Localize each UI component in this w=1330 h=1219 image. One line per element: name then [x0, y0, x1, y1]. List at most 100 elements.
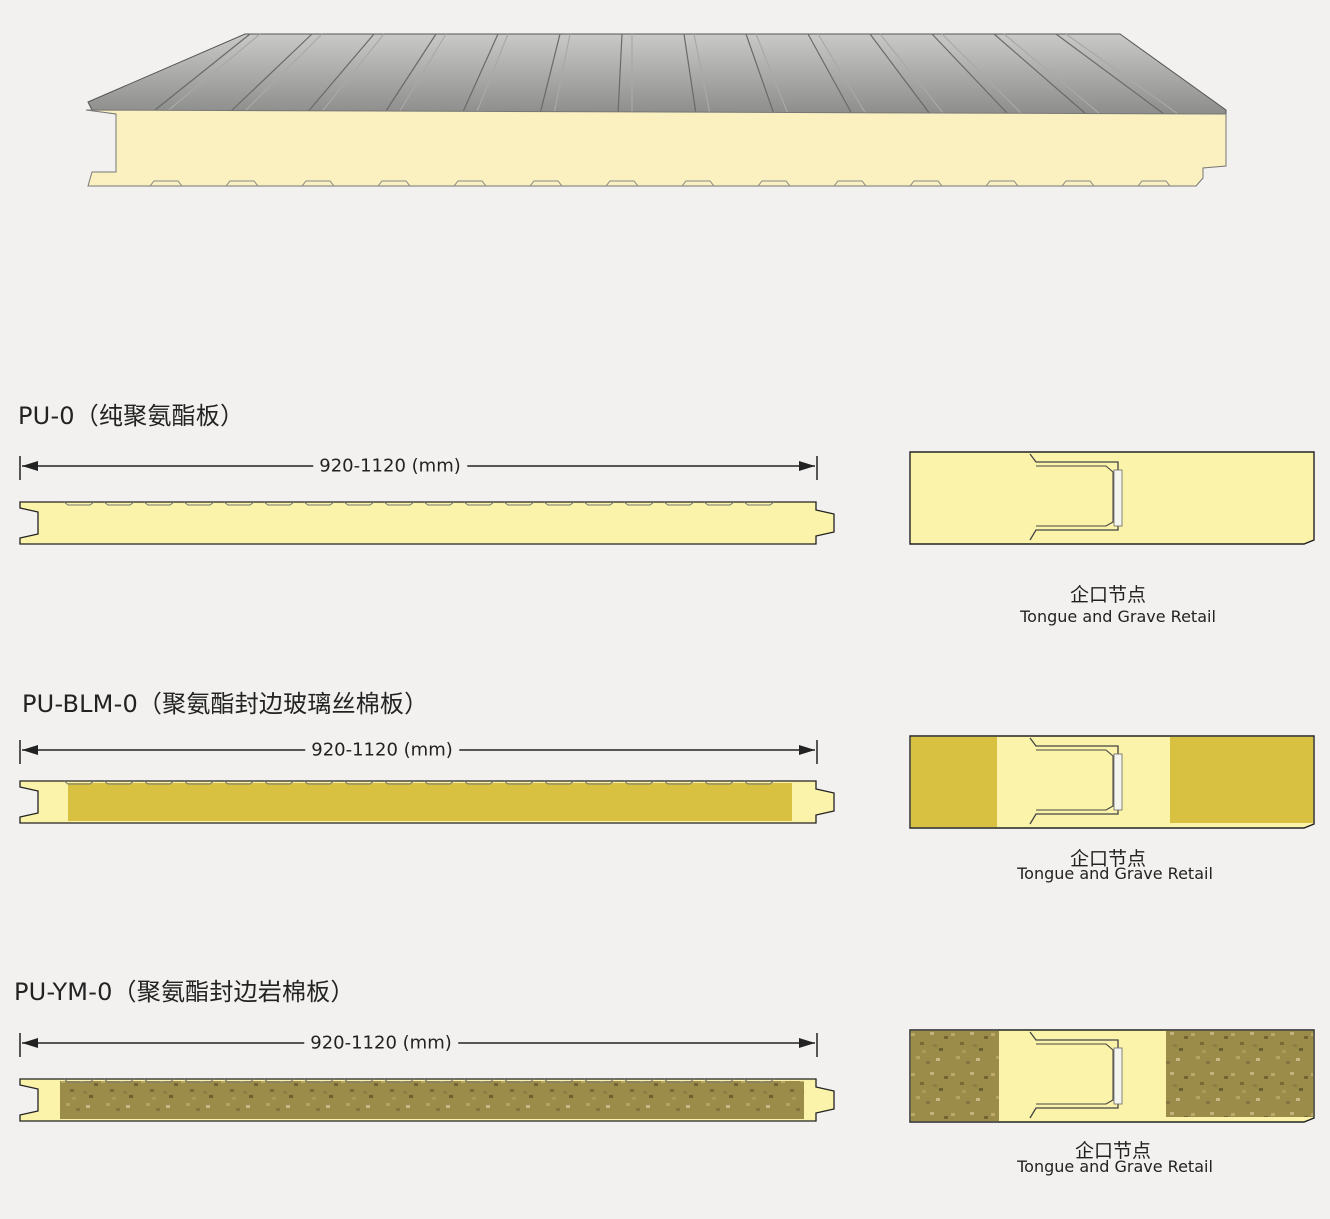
surface-notch — [703, 780, 735, 785]
steel-rib-line — [305, 33, 375, 115]
surface-notch — [503, 780, 535, 785]
groove-line-inner — [1036, 749, 1114, 811]
foam-bottom-notch — [377, 180, 411, 187]
joint-caption-en-3: Tongue and Grave Retail — [1017, 1157, 1213, 1176]
surface-notch — [423, 501, 455, 506]
surface-notch — [63, 1078, 95, 1083]
seal-strip — [1113, 753, 1123, 811]
steel-rib-line — [1055, 33, 1165, 115]
surface-notch — [63, 780, 95, 785]
steel-rib-line — [941, 33, 1023, 115]
foam-bottom-notch — [1061, 180, 1095, 187]
surface-notch — [263, 1078, 295, 1083]
steel-rib-line — [755, 33, 789, 115]
steel-rib-line — [163, 33, 261, 115]
joint-caption-en-1: Tongue and Grave Retail — [1020, 607, 1216, 626]
foam-bottom-notch — [149, 180, 183, 187]
surface-notch — [343, 1078, 375, 1083]
surface-notch — [423, 1078, 455, 1083]
surface-notch — [103, 780, 135, 785]
panel-3d-illustration — [85, 33, 1227, 187]
dimension-label-3: 920-1120 (mm) — [304, 1032, 458, 1054]
panel-outline — [19, 501, 835, 545]
surface-notch — [663, 780, 695, 785]
surface-notch — [303, 501, 335, 506]
surface-notch — [703, 501, 735, 506]
tongue-groove-joint-1 — [909, 451, 1315, 545]
surface-notch — [583, 780, 615, 785]
foam-bottom-notch — [453, 180, 487, 187]
joint-caption-cn-2: 企口节点 — [1069, 848, 1147, 870]
steel-rib-line — [461, 33, 499, 115]
steel-rib-line — [319, 33, 385, 115]
steel-rib-line — [397, 33, 447, 115]
surface-notch — [543, 501, 575, 506]
joint-caption-cn-3: 企口节点 — [1074, 1140, 1152, 1162]
surface-notch — [383, 780, 415, 785]
steel-rib-line — [993, 33, 1087, 115]
steel-rib-line — [539, 33, 561, 115]
surface-notch — [583, 1078, 615, 1083]
surface-notch — [63, 501, 95, 506]
foam-bottom-notch — [225, 180, 259, 187]
surface-notch — [303, 780, 335, 785]
tongue-groove-joint-3 — [909, 1029, 1315, 1123]
surface-notch — [583, 501, 615, 506]
surface-notch — [223, 780, 255, 785]
surface-notch — [463, 780, 495, 785]
steel-rib-line — [227, 33, 313, 115]
surface-notch — [623, 780, 655, 785]
panel-cross-section-pu-ym-0 — [19, 1078, 835, 1122]
surface-notch — [743, 1078, 775, 1083]
foam-bottom-notch — [909, 180, 943, 187]
steel-rib-line — [879, 33, 945, 115]
surface-notch — [503, 1078, 535, 1083]
surface-notch — [623, 1078, 655, 1083]
foam-bottom-notch — [529, 180, 563, 187]
surface-notch — [143, 501, 175, 506]
foam-bottom-notch — [833, 180, 867, 187]
rock-wool-right — [1166, 1031, 1313, 1117]
surface-notch — [743, 501, 775, 506]
dimension-label-2: 920-1120 (mm) — [305, 739, 459, 761]
surface-notch — [383, 501, 415, 506]
steel-rib-line — [241, 33, 323, 115]
steel-rib-line — [683, 33, 697, 115]
surface-notch — [663, 501, 695, 506]
steel-rib-line — [869, 33, 931, 115]
surface-notch — [703, 1078, 735, 1083]
foam-bottom-notch — [985, 180, 1019, 187]
foam-bottom-notch — [605, 180, 639, 187]
foam-bottom-notch — [681, 180, 715, 187]
surface-notch — [543, 1078, 575, 1083]
rock-wool-core — [60, 1081, 804, 1119]
steel-rib-line — [383, 33, 437, 115]
foam-bottom-notch — [1137, 180, 1171, 187]
steel-rib-line — [745, 33, 775, 115]
surface-notch — [663, 1078, 695, 1083]
surface-notch — [543, 780, 575, 785]
panel-foam-side — [85, 109, 1227, 187]
rock-wool-left — [911, 1031, 999, 1121]
steel-rib-line — [931, 33, 1009, 115]
glass-wool-right — [1170, 737, 1313, 823]
steel-rib-line — [1003, 33, 1101, 115]
joint-caption-cn-1: 企口节点 — [1069, 584, 1147, 606]
surface-notch — [183, 1078, 215, 1083]
joint-outline — [909, 451, 1315, 545]
surface-notch — [503, 501, 535, 506]
surface-notch — [103, 501, 135, 506]
groove-line-inner — [1036, 465, 1114, 527]
section-title-pu-0: PU-0（纯聚氨酯板） — [18, 402, 245, 430]
surface-notch — [183, 780, 215, 785]
foam-bottom-notch — [301, 180, 335, 187]
dimension-label-1: 920-1120 (mm) — [313, 455, 467, 477]
surface-notch — [463, 501, 495, 506]
steel-rib-line — [149, 33, 251, 115]
surface-notch — [383, 1078, 415, 1083]
joint-caption-en-2: Tongue and Grave Retail — [1017, 864, 1213, 883]
steel-rib-line — [807, 33, 853, 115]
surface-notch — [183, 501, 215, 506]
steel-rib-line — [553, 33, 571, 115]
surface-notch — [263, 501, 295, 506]
